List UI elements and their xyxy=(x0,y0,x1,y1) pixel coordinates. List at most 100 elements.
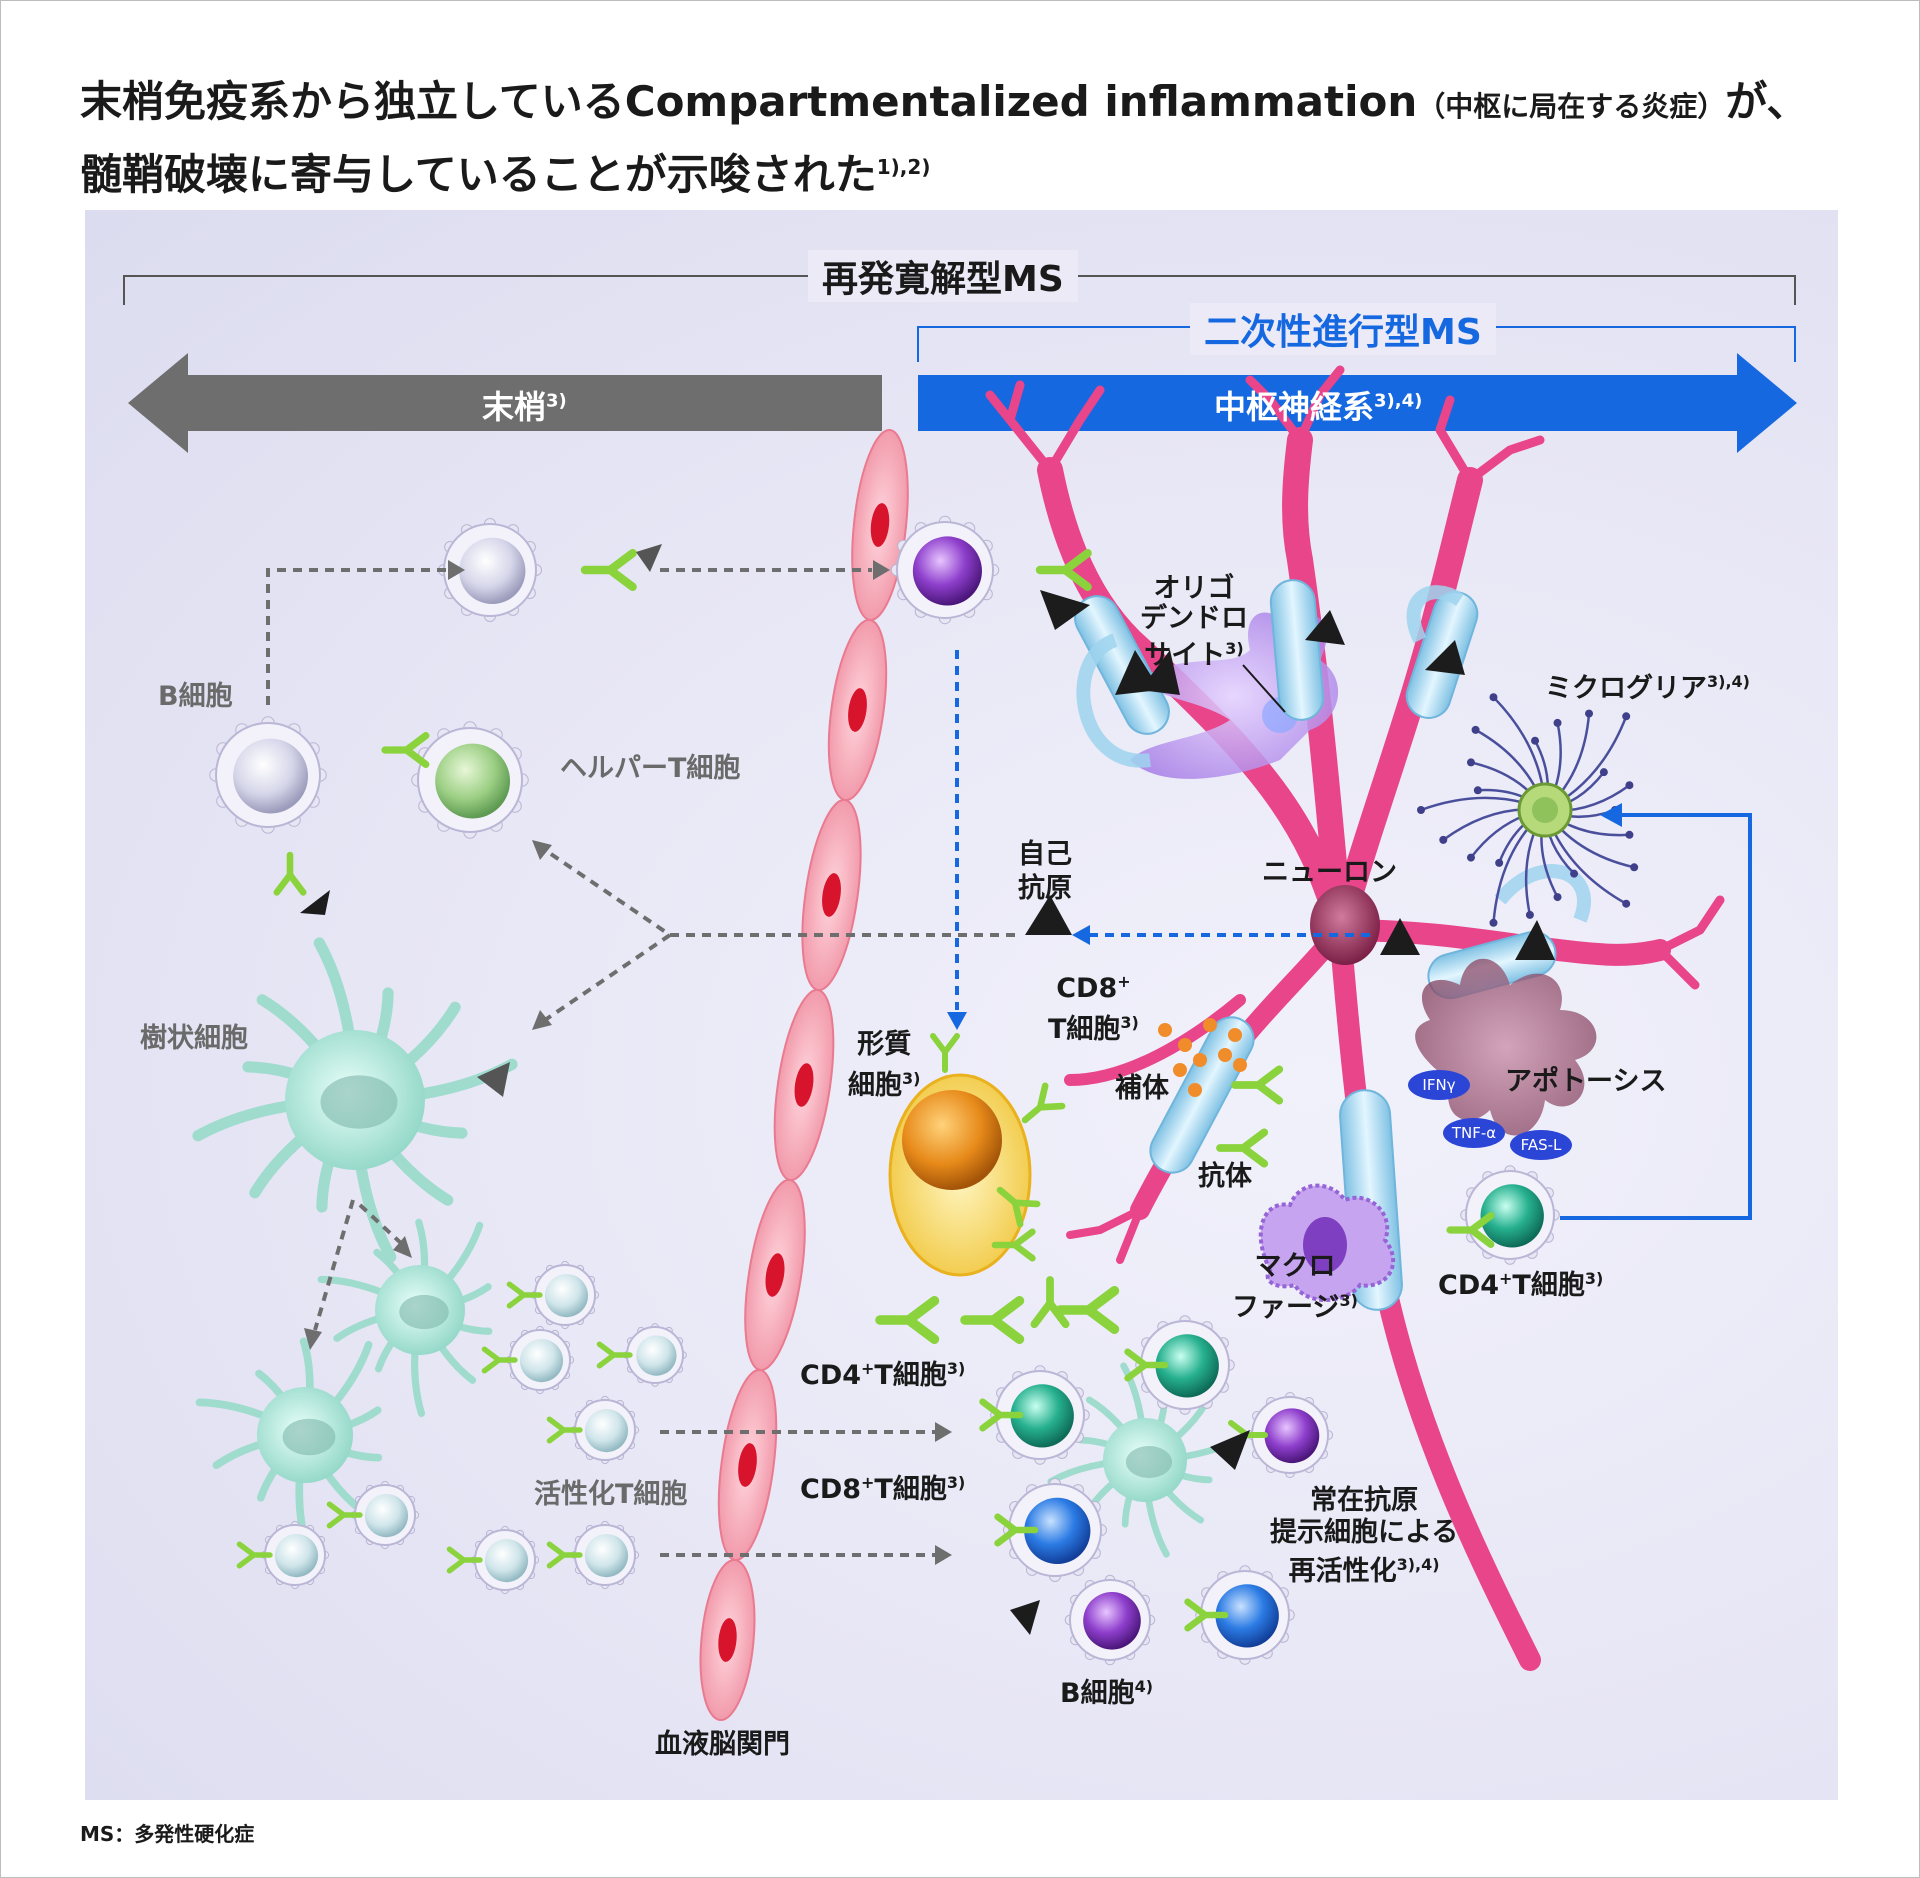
antibody xyxy=(1231,1065,1284,1105)
reactivation-loop-arrow xyxy=(1560,803,1752,1220)
oligodendrocyte-label: オリゴデンドロサイト3) xyxy=(1140,573,1248,671)
lymphocyte-b-cell xyxy=(209,716,327,834)
antibody xyxy=(994,1513,1039,1547)
endothelial-cell xyxy=(773,988,835,1182)
activated-t-label: 活性化T細胞 xyxy=(534,1479,688,1510)
antibody xyxy=(1030,1276,1070,1329)
activated-t-cell xyxy=(623,1323,687,1387)
spms-label: 二次性進行型MS xyxy=(1190,303,1496,355)
plasma-cell-label: 形質細胞3) xyxy=(848,1029,921,1101)
macrophage xyxy=(1258,1183,1396,1302)
antibody xyxy=(546,1541,583,1569)
activated-t-cell xyxy=(470,1525,540,1595)
lymphocyte-b-cell xyxy=(437,517,543,623)
activated-t-cell xyxy=(530,1260,600,1330)
cd4-t-mid-label: CD4+T細胞3) xyxy=(800,1359,966,1391)
microglia-process-tip xyxy=(1570,869,1579,878)
autoantigen-label: 自己抗原 xyxy=(1018,839,1072,904)
cd8-t-cell xyxy=(1002,1477,1108,1583)
dendritic-cell-large xyxy=(192,937,518,1263)
cd8-t-mid-label: CD8+T細胞3) xyxy=(800,1473,966,1505)
antibody xyxy=(1184,1598,1229,1632)
antibody xyxy=(1216,1128,1269,1168)
macrophage-label: マクロファージ3) xyxy=(1232,1251,1358,1323)
activated-t-cell xyxy=(570,1520,640,1590)
antibody xyxy=(875,1295,940,1345)
antibody xyxy=(979,1398,1024,1432)
peripheral-label: 末梢3) xyxy=(482,388,567,426)
pointer-lines xyxy=(1242,664,1286,713)
microglia-process-tip xyxy=(1599,768,1608,777)
b-cell-bottom-label: B細胞4) xyxy=(1060,1677,1154,1709)
footnote: MS：多発性硬化症 xyxy=(80,1822,255,1846)
antibody xyxy=(326,1501,363,1529)
peripheral-flow-arrows xyxy=(266,568,1015,1557)
helper-t-cell xyxy=(411,721,529,839)
antibody xyxy=(1055,1285,1120,1335)
activated-t-cell xyxy=(570,1395,640,1465)
dendritic-label: 樹状細胞 xyxy=(140,1023,248,1054)
cd8-t-cell xyxy=(1195,1565,1295,1665)
microglia-process-tip xyxy=(1439,835,1448,844)
endothelial-cell xyxy=(717,1368,778,1562)
complement-dots xyxy=(1158,1018,1247,1097)
microglia-process-tip xyxy=(1531,736,1540,745)
endothelial-cell xyxy=(827,618,888,802)
antibody xyxy=(381,731,430,769)
microglia-label: ミクログリア3),4) xyxy=(1545,672,1750,704)
antigen-triangles xyxy=(300,544,1555,1635)
microglia-process-tip xyxy=(1625,781,1634,790)
microglia-process-tip xyxy=(1495,858,1504,867)
microglia xyxy=(1417,693,1639,927)
microglia-process-tip xyxy=(1489,693,1498,702)
cd4-t-cell xyxy=(990,1365,1090,1465)
peripheral-arrowheads xyxy=(304,560,952,1565)
cns-flow-arrows xyxy=(955,650,1370,1010)
apoptosis-label: アポトーシス xyxy=(1505,1066,1667,1097)
microglia-process-tip xyxy=(1622,899,1631,908)
cd4-t-cell xyxy=(1460,1165,1560,1265)
cns-arrow xyxy=(918,353,1797,453)
endothelial-cell xyxy=(801,798,862,992)
microglia-process-tip xyxy=(1466,758,1475,767)
microglia-process-tip xyxy=(1622,712,1631,721)
ifn-gamma-badge: IFNγ xyxy=(1408,1070,1470,1100)
tnf-alpha-badge: TNF-α xyxy=(1443,1118,1505,1148)
microglia-process-tip xyxy=(1585,709,1594,718)
cd8-t-label: CD8+T細胞3) xyxy=(1048,972,1139,1045)
resident-apc-label: 常在抗原提示細胞による再活性化3),4) xyxy=(1270,1485,1459,1587)
cd4-t-right-label: CD4+T細胞3) xyxy=(1438,1269,1604,1301)
fas-l-badge: FAS-L xyxy=(1510,1130,1572,1160)
antibody xyxy=(991,1228,1036,1262)
rrms-label: 再発寛解型MS xyxy=(808,250,1078,302)
antibody xyxy=(1035,549,1092,591)
apoptotic-cell xyxy=(1415,958,1597,1136)
antibody xyxy=(580,549,637,591)
cns-label: 中枢神経系3),4) xyxy=(1214,388,1423,426)
antibody xyxy=(1124,1348,1169,1382)
cd4-t-cell xyxy=(1135,1315,1235,1415)
microglia-process-tip xyxy=(1473,786,1482,795)
microglia-process-tip xyxy=(1625,830,1634,839)
bbb-label: 血液脳関門 xyxy=(655,1729,790,1760)
plasma-cell xyxy=(888,1073,1032,1277)
helper-t-label: ヘルパーT細胞 xyxy=(560,753,741,784)
cns-arrowheads xyxy=(947,925,1090,1030)
endothelial-cell xyxy=(744,1178,806,1372)
b-cell xyxy=(1064,1574,1156,1666)
antibody xyxy=(546,1416,583,1444)
antibody xyxy=(1446,1211,1495,1249)
lymphocytes xyxy=(209,515,1560,1666)
antibody-label: 抗体 xyxy=(1198,1161,1252,1192)
resident-apc xyxy=(1047,1362,1243,1558)
dendritic-cells xyxy=(192,937,1243,1558)
antibody xyxy=(273,851,307,896)
antibody xyxy=(596,1341,633,1369)
microglia-process-tip xyxy=(1553,893,1562,902)
antibodies xyxy=(236,549,1495,1632)
antibody xyxy=(930,1033,960,1073)
microglia-process-tip xyxy=(1466,853,1475,862)
dendritic-cell xyxy=(317,1218,493,1418)
endothelial-cell xyxy=(699,1558,756,1722)
